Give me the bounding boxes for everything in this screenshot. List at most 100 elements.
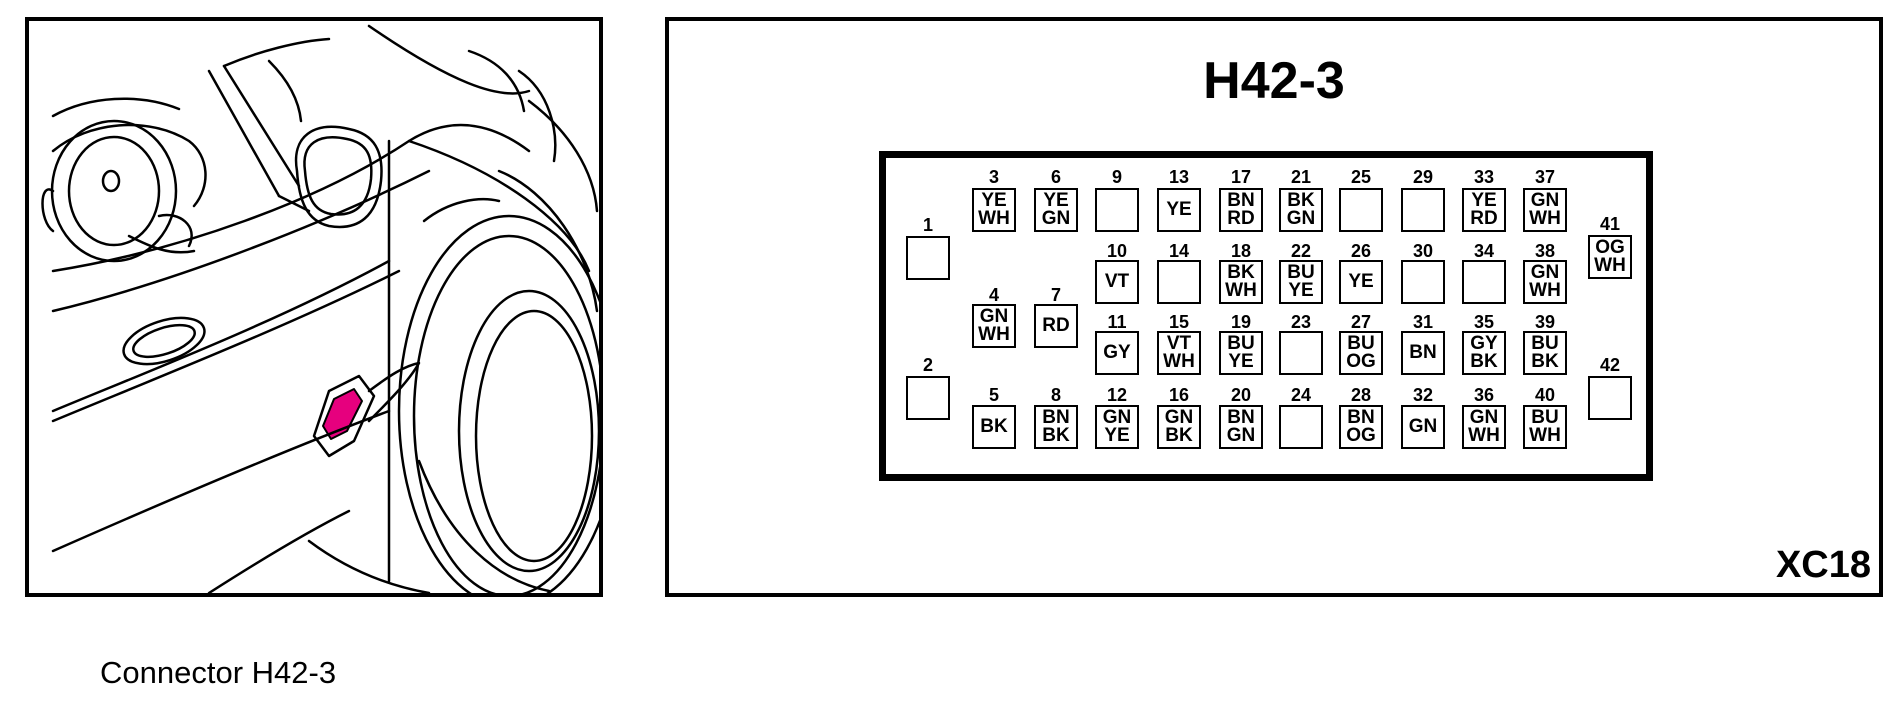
wire-color-code: YE — [1043, 190, 1069, 211]
wire-color-code: WH — [978, 324, 1010, 345]
wire-color-code: RD — [1227, 208, 1255, 229]
wire-color-code: WH — [1225, 280, 1257, 301]
pin-number: 24 — [1290, 385, 1312, 405]
wire-color-code: GN — [979, 306, 1009, 327]
pin-cavity — [1157, 260, 1201, 304]
wire-color-code: OG — [1346, 351, 1376, 372]
pin-cavity — [1588, 376, 1632, 420]
pin-number: 22 — [1290, 241, 1312, 261]
pin-number: 25 — [1350, 167, 1372, 187]
pin-number: 35 — [1473, 312, 1495, 332]
pin-number: 28 — [1350, 385, 1372, 405]
wire-color-code: GN — [1164, 407, 1194, 428]
wire-color-code: YE — [1228, 351, 1254, 372]
pin-cavity: BN — [1401, 331, 1445, 375]
pin-number: 6 — [1050, 167, 1061, 187]
wire-color-code: BN — [1227, 190, 1255, 211]
pin-number: 1 — [922, 215, 933, 235]
pin-cavity: GN — [1401, 405, 1445, 449]
pin-number: 8 — [1050, 385, 1061, 405]
vehicle-location-panel — [25, 17, 603, 597]
connector-highlight — [322, 388, 363, 440]
pin-number: 11 — [1107, 312, 1127, 332]
pin-number: 20 — [1230, 385, 1252, 405]
pin-cavity: VT — [1095, 260, 1139, 304]
wire-color-code: WH — [1163, 351, 1195, 372]
wire-color-code: VT — [1104, 271, 1130, 292]
pin-number: 26 — [1350, 241, 1372, 261]
pin-number: 34 — [1473, 241, 1495, 261]
pin-number: 17 — [1230, 167, 1252, 187]
pin-number: 10 — [1106, 241, 1128, 261]
pin-cavity — [1462, 260, 1506, 304]
pin-number: 29 — [1412, 167, 1434, 187]
connector-caption: Connector H42-3 — [100, 655, 337, 690]
pin-number: 23 — [1290, 312, 1312, 332]
pin-number: 33 — [1473, 167, 1495, 187]
wire-color-code: YE — [1104, 425, 1130, 446]
pin-cavity — [1095, 188, 1139, 232]
pin-number: 3 — [988, 167, 999, 187]
wire-color-code: OG — [1346, 425, 1376, 446]
pin-number: 18 — [1230, 241, 1252, 261]
wire-color-code: BK — [1227, 262, 1255, 283]
pin-number: 19 — [1230, 312, 1252, 332]
wire-color-code: OG — [1595, 237, 1625, 258]
wire-color-code: GN — [1530, 190, 1560, 211]
pin-number: 31 — [1412, 312, 1434, 332]
pin-number: 42 — [1599, 355, 1621, 375]
pin-cavity — [1279, 405, 1323, 449]
pin-cavity — [1401, 188, 1445, 232]
wire-color-code: BU — [1287, 262, 1315, 283]
pin-number: 2 — [922, 355, 933, 375]
wire-color-code: WH — [1594, 255, 1626, 276]
wire-color-code: BN — [1409, 342, 1437, 363]
pin-cavity: RD — [1034, 304, 1078, 348]
wire-color-code: BK — [980, 416, 1008, 437]
wire-color-code: WH — [1529, 208, 1561, 229]
pin-number: 37 — [1534, 167, 1556, 187]
pin-cavity: BK — [972, 405, 1016, 449]
pin-number: 41 — [1599, 214, 1621, 234]
pin-number: 7 — [1050, 285, 1061, 305]
wire-color-code: WH — [1529, 425, 1561, 446]
wire-color-code: BN — [1227, 407, 1255, 428]
wire-color-code: BU — [1227, 333, 1255, 354]
wire-color-code: RD — [1042, 315, 1070, 336]
wire-color-code: BK — [1470, 351, 1498, 372]
wire-color-code: RD — [1470, 208, 1498, 229]
wire-color-code: GN — [1469, 407, 1499, 428]
pin-number: 15 — [1168, 312, 1190, 332]
wire-color-code: YE — [1471, 190, 1497, 211]
wire-color-code: BN — [1347, 407, 1375, 428]
wire-color-code: GN — [1226, 425, 1256, 446]
pin-number: 21 — [1290, 167, 1312, 187]
pin-number: 40 — [1534, 385, 1556, 405]
wire-color-code: GN — [1408, 416, 1438, 437]
pin-number: 12 — [1106, 385, 1128, 405]
pin-number: 32 — [1412, 385, 1434, 405]
pin-number: 36 — [1473, 385, 1495, 405]
wire-color-code: GN — [1530, 262, 1560, 283]
pin-cavity: GY — [1095, 331, 1139, 375]
wire-color-code: GN — [1102, 407, 1132, 428]
wire-color-code: BK — [1042, 425, 1070, 446]
